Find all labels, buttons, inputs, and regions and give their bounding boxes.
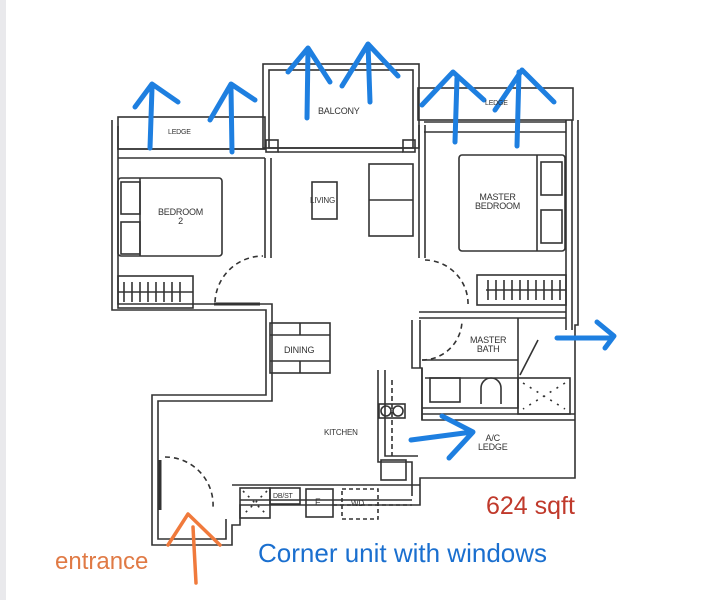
room-label-ac-ledge: A/C LEDGE — [478, 433, 508, 452]
entrance-annotation: entrance — [55, 548, 149, 575]
room-label-master-bath: MASTER BATH — [470, 335, 507, 354]
room-label-master-bedroom: MASTER BEDROOM — [475, 192, 521, 211]
window-arrows — [132, 41, 617, 461]
room-label-kitchen: KITCHEN — [324, 428, 358, 437]
entrance-arrow — [166, 512, 222, 585]
room-label-ledge-right: LEDGE — [485, 100, 508, 107]
area-annotation: 624 sqft — [486, 492, 575, 520]
corner-unit-note: Corner unit with windows — [258, 538, 548, 568]
room-label-balcony: BALCONY — [318, 106, 360, 116]
screen-edge-bar — [0, 0, 6, 600]
room-label-wd: WD — [351, 499, 364, 508]
room-label-living: LIVING — [310, 196, 336, 205]
room-label-fridge: F — [315, 497, 321, 507]
room-label-dbst: DB/ST — [273, 493, 293, 500]
room-label-ledge-left: LEDGE — [168, 129, 191, 136]
room-label-bedroom-2: BEDROOM 2 — [158, 207, 204, 226]
room-label-dining: DINING — [284, 345, 315, 355]
